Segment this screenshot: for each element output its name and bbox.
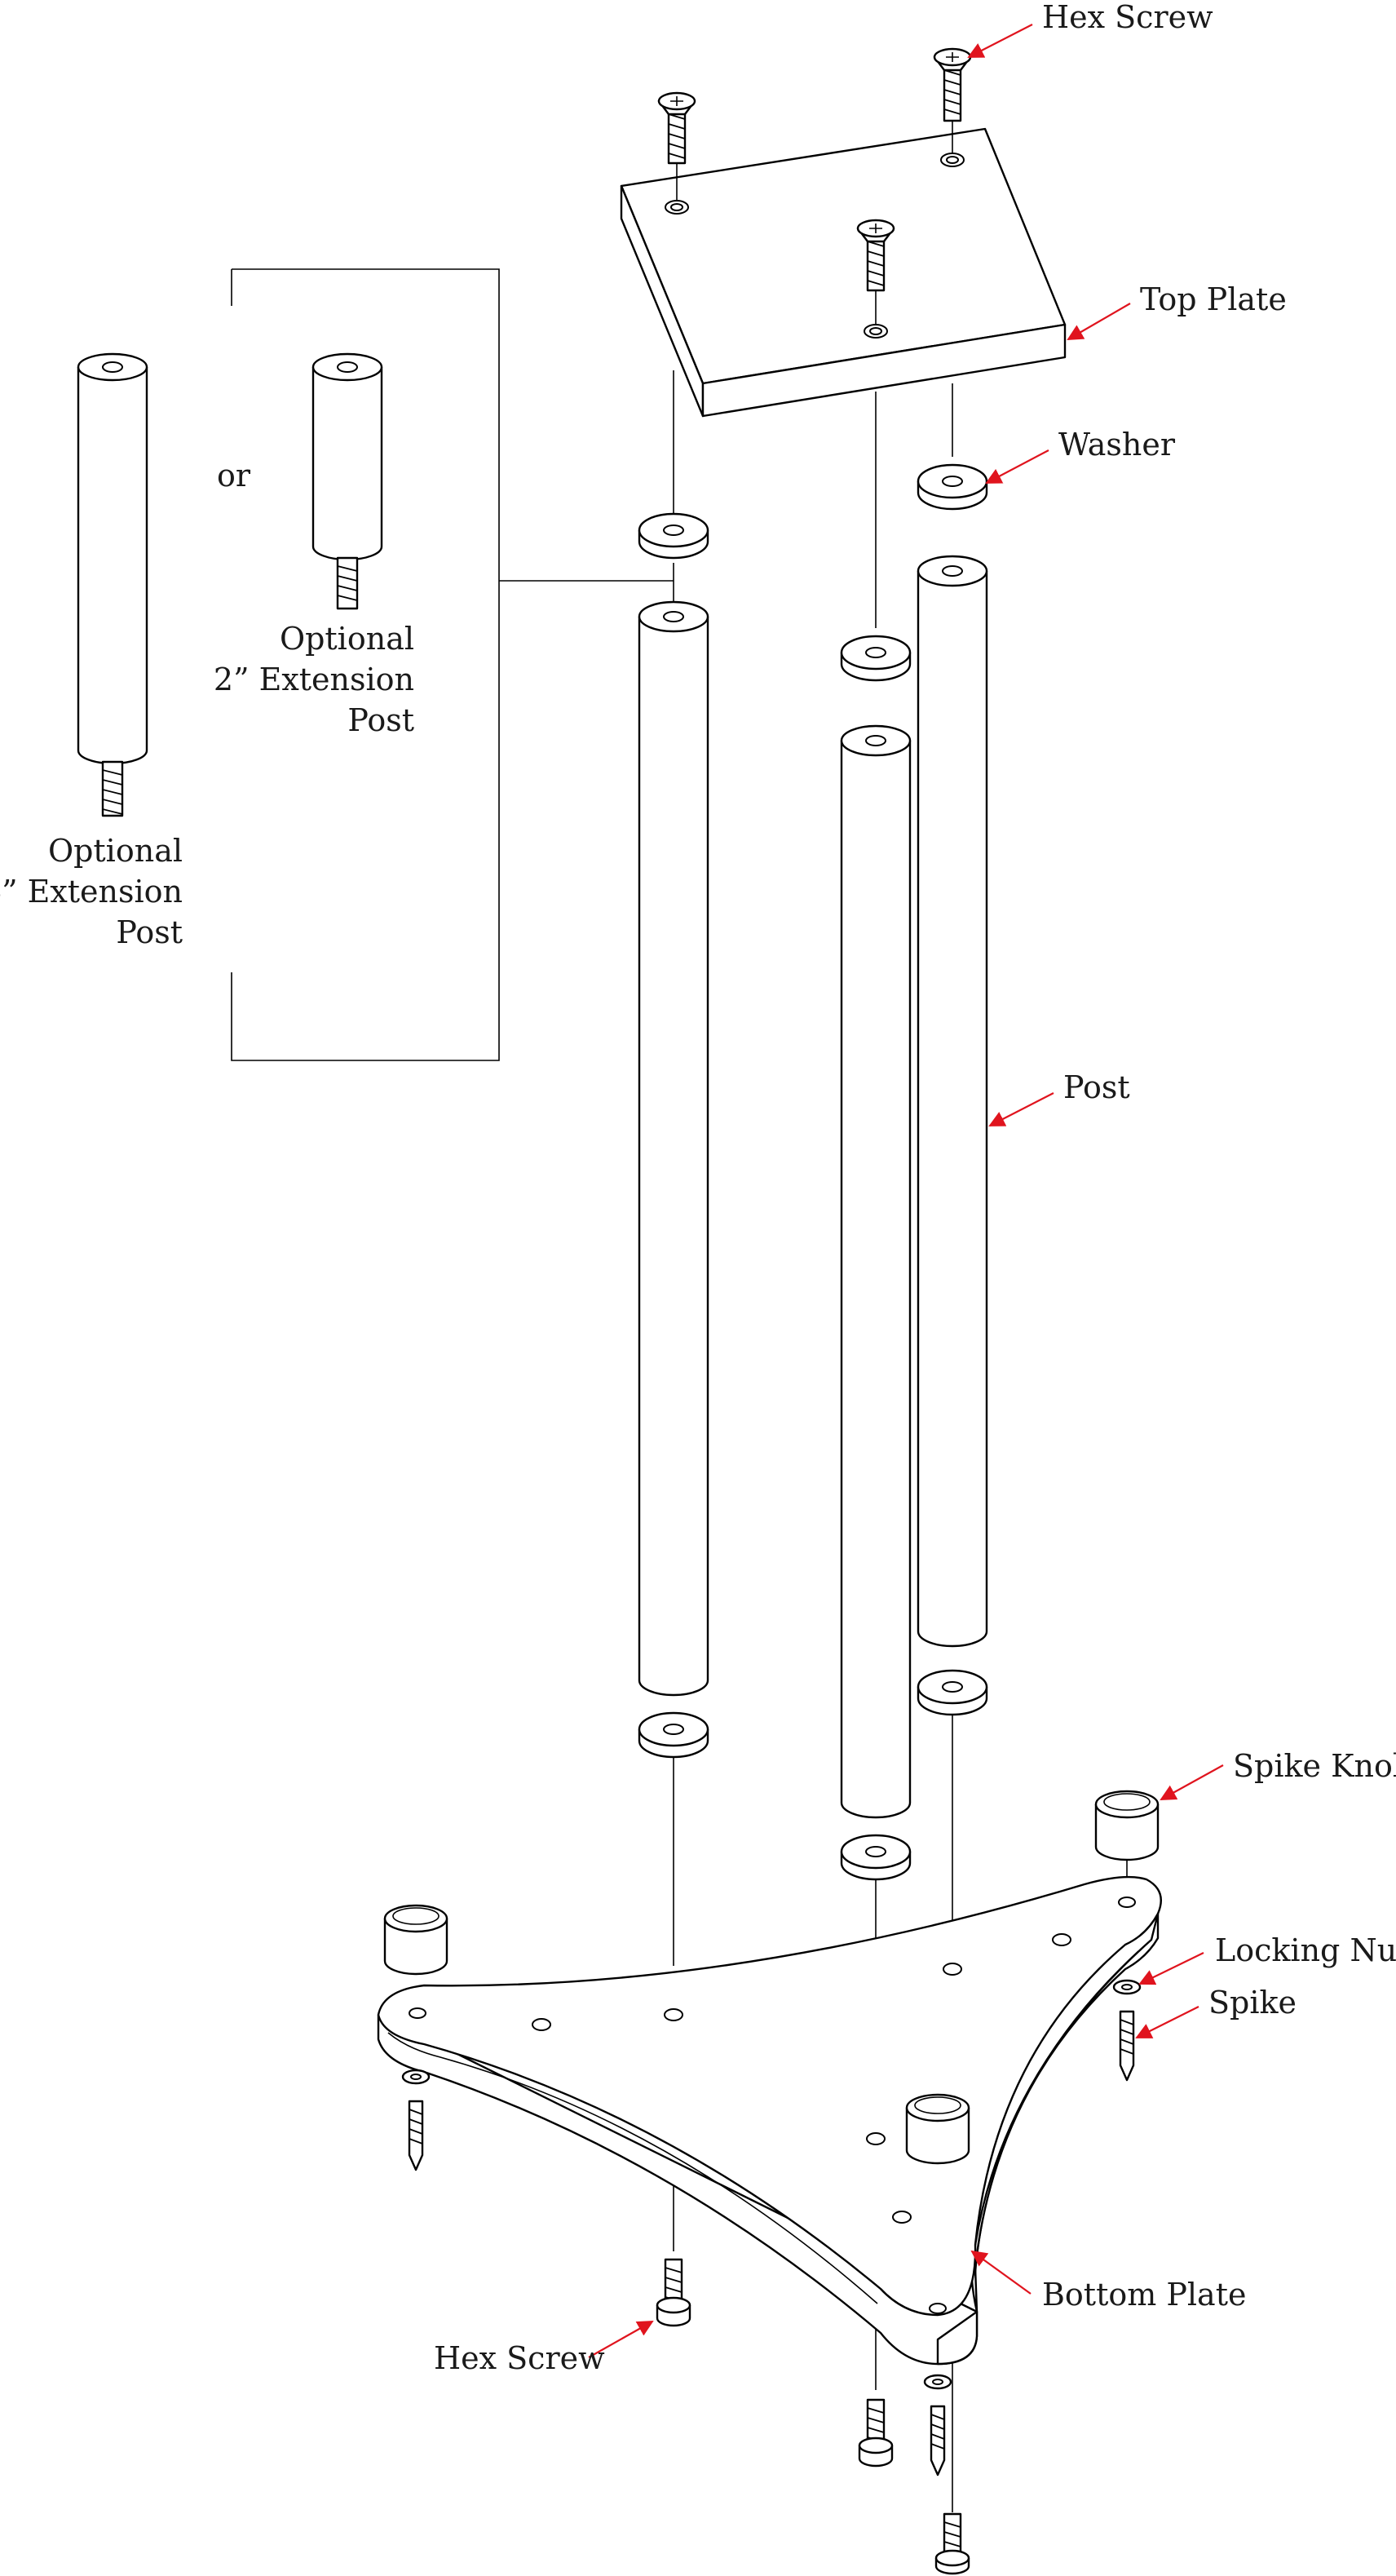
- washer-top-left: [638, 512, 709, 560]
- bottom-plate: [377, 1875, 1162, 2366]
- spike-center: [930, 2405, 946, 2476]
- top-plate: [620, 127, 1067, 418]
- optional-2in-extension-post: [311, 352, 383, 610]
- spike-knob-center: [905, 2093, 970, 2165]
- leader-hex-screw-top: [967, 24, 1033, 58]
- leader-lines: [588, 24, 1224, 2358]
- leader-washer: [985, 449, 1049, 484]
- label-or: or: [217, 458, 251, 494]
- washer-bottom-left: [638, 1711, 709, 1759]
- label-hex-screw-top: Hex Screw: [1042, 0, 1213, 35]
- top-hex-screw-left: [657, 91, 696, 201]
- label-ext4-line1: Optional: [48, 833, 183, 869]
- leader-spike: [1135, 2006, 1199, 2038]
- label-ext2-line3: Post: [347, 702, 414, 738]
- washer-bottom-right: [917, 1669, 988, 1716]
- label-spike: Spike: [1208, 1985, 1297, 2021]
- locking-nut-left: [401, 2069, 431, 2085]
- washer-top-right: [917, 463, 988, 511]
- label-locking-nut: Locking Nut: [1215, 1932, 1396, 1968]
- labels: Hex Screw Top Plate Washer Post Spike Kn…: [0, 0, 1396, 2376]
- optional-4in-extension-post: [77, 352, 148, 817]
- label-ext4-line3: Post: [116, 914, 183, 950]
- washer-top-center: [840, 635, 912, 682]
- label-top-plate: Top Plate: [1140, 281, 1287, 317]
- leader-post: [988, 1092, 1054, 1126]
- washer-bottom-center: [840, 1834, 912, 1881]
- label-post: Post: [1063, 1069, 1130, 1105]
- leader-bottom-plate: [970, 2250, 1032, 2295]
- post-center: [840, 724, 912, 1819]
- label-ext4-line2: 4” Extension: [0, 874, 183, 910]
- spike-left: [408, 2100, 424, 2171]
- bottom-hex-screw-right: [934, 2512, 970, 2575]
- locking-nut-right: [1112, 1979, 1142, 1995]
- label-hex-screw-bottom: Hex Screw: [434, 2340, 605, 2376]
- bottom-hex-screw-center: [858, 2398, 894, 2468]
- leader-spike-knob: [1160, 1764, 1224, 1800]
- leader-locking-nut: [1138, 1952, 1204, 1985]
- spike-knob-right: [1094, 1790, 1160, 1861]
- bottom-hex-screw-left: [656, 2258, 691, 2327]
- label-ext2-line1: Optional: [280, 621, 414, 657]
- top-hex-screw-center: [856, 219, 895, 325]
- leader-hex-screw-bottom: [588, 2321, 654, 2358]
- leader-top-plate: [1067, 303, 1131, 340]
- post-right: [917, 555, 988, 1648]
- label-ext2-line2: 2” Extension: [214, 662, 414, 697]
- label-washer: Washer: [1058, 427, 1176, 463]
- label-bottom-plate: Bottom Plate: [1042, 2277, 1246, 2313]
- locking-nut-center: [923, 2374, 952, 2390]
- extension-bracket: [231, 268, 674, 1061]
- spike-right: [1119, 2010, 1135, 2082]
- post-left: [638, 600, 709, 1697]
- spike-knob-left: [383, 1904, 448, 1976]
- label-spike-knob: Spike Knob: [1233, 1748, 1396, 1784]
